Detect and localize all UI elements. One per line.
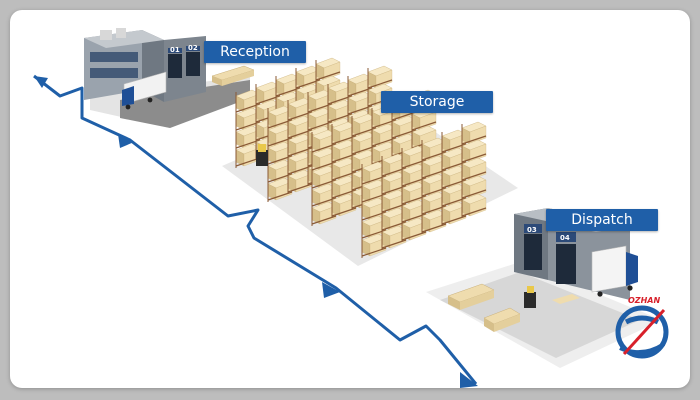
- flow-line: [33, 74, 478, 385]
- storage-area: [222, 57, 518, 266]
- flow-arrow-reception: [118, 134, 134, 148]
- watermark-logo: OZHAN: [615, 296, 669, 359]
- flow-arrow-storage: [322, 282, 340, 298]
- flow-arrow-entry: [34, 76, 48, 88]
- dispatch-label: Dispatch: [546, 209, 658, 231]
- reception-label: Reception: [204, 41, 306, 63]
- storage-label: Storage: [381, 91, 493, 113]
- reception-dock-2-number: 02: [188, 44, 198, 52]
- rack-row: [361, 121, 487, 258]
- flow-arrow-exit: [460, 372, 478, 388]
- reception-area: 01 02: [84, 28, 255, 128]
- dispatch-area: 03 04: [426, 208, 662, 368]
- dispatch-dock-4-number: 04: [560, 234, 570, 242]
- watermark-text: OZHAN: [628, 296, 660, 305]
- dispatch-dock-3-number: 03: [527, 226, 537, 234]
- reception-dock-1-number: 01: [170, 46, 180, 54]
